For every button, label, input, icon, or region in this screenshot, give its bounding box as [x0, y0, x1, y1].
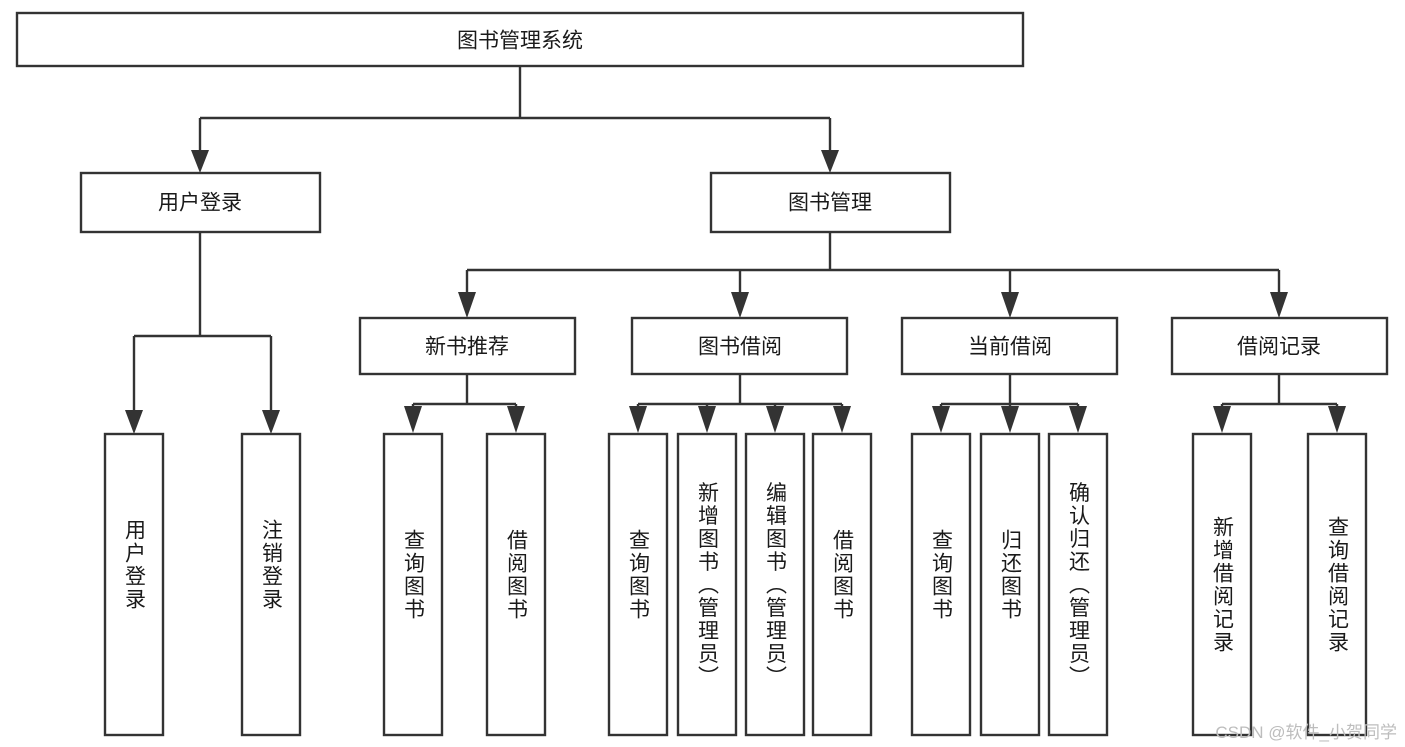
node-book-borrow[interactable]: 图书借阅 [630, 316, 849, 376]
node-leaf-borrow-book-a[interactable]: 借阅图书 [485, 432, 547, 737]
node-leaf-query-borrow-record-label: 查询借阅记录 [1326, 516, 1350, 654]
arrow-head-icon [932, 406, 950, 433]
node-user-login-label: 用户登录 [158, 192, 242, 215]
node-current-borrow-label: 当前借阅 [968, 336, 1052, 359]
arrow-head-icon [833, 406, 851, 433]
arrow-head-icon [507, 406, 525, 433]
arrow-head-icon [125, 410, 143, 434]
edge-group-book-manage [458, 232, 1288, 318]
arrow-head-icon [731, 292, 749, 318]
node-leaf-add-borrow-record[interactable]: 新增借阅记录 [1191, 432, 1253, 737]
node-leaf-add-book-admin[interactable]: 新增图书（管理员） [676, 432, 738, 737]
edge-group-new-book-rec [404, 374, 525, 433]
node-user-login[interactable]: 用户登录 [79, 171, 322, 234]
arrow-head-icon [1270, 292, 1288, 318]
node-leaf-edit-book-admin-label: 编辑图书（管理员） [764, 482, 788, 689]
node-leaf-query-borrow-record[interactable]: 查询借阅记录 [1306, 432, 1368, 737]
edge-group-user-login [125, 232, 280, 434]
node-book-manage-label: 图书管理 [788, 192, 872, 215]
arrow-head-icon [698, 406, 716, 433]
node-leaf-borrow-book-a-label: 借阅图书 [505, 529, 529, 621]
node-leaf-user-login[interactable]: 用户登录 [103, 432, 165, 737]
node-leaf-return-book[interactable]: 归还图书 [979, 432, 1041, 737]
node-book-borrow-label: 图书借阅 [698, 336, 782, 359]
arrow-head-icon [404, 406, 422, 433]
arrow-head-icon [191, 150, 209, 173]
arrow-head-icon [1069, 406, 1087, 433]
arrow-head-icon [262, 410, 280, 434]
node-leaf-query-book-b-label: 查询图书 [627, 529, 651, 621]
edge-group-book-borrow [629, 374, 851, 433]
node-leaf-logout-login[interactable]: 注销登录 [240, 432, 302, 737]
node-new-book-recommend-label: 新书推荐 [425, 336, 509, 359]
node-leaf-query-book-b[interactable]: 查询图书 [607, 432, 669, 737]
node-leaf-query-book-a[interactable]: 查询图书 [382, 432, 444, 737]
arrow-head-icon [458, 292, 476, 318]
arrow-head-icon [629, 406, 647, 433]
node-leaf-return-book-label: 归还图书 [999, 529, 1023, 621]
node-root[interactable]: 图书管理系统 [15, 11, 1025, 68]
node-new-book-recommend[interactable]: 新书推荐 [358, 316, 577, 376]
node-borrow-record-label: 借阅记录 [1237, 336, 1321, 359]
node-leaf-add-borrow-record-label: 新增借阅记录 [1211, 516, 1235, 654]
node-leaf-confirm-return-admin[interactable]: 确认归还（管理员） [1047, 432, 1109, 737]
node-leaf-user-login-label: 用户登录 [123, 519, 147, 611]
node-leaf-confirm-return-admin-label: 确认归还（管理员） [1067, 482, 1091, 689]
arrow-head-icon [766, 406, 784, 433]
edge-group-borrow-record [1213, 374, 1346, 433]
node-leaf-edit-book-admin[interactable]: 编辑图书（管理员） [744, 432, 806, 737]
node-leaf-query-book-a-label: 查询图书 [402, 529, 426, 621]
arrow-head-icon [1001, 292, 1019, 318]
arrow-head-icon [821, 150, 839, 173]
node-leaf-borrow-book-b[interactable]: 借阅图书 [811, 432, 873, 737]
node-leaf-query-book-c[interactable]: 查询图书 [910, 432, 972, 737]
arrow-head-icon [1001, 406, 1019, 433]
arrow-head-icon [1328, 406, 1346, 433]
edge-group-root [191, 66, 839, 173]
node-book-manage[interactable]: 图书管理 [709, 171, 952, 234]
node-current-borrow[interactable]: 当前借阅 [900, 316, 1119, 376]
edge-group-current-borrow [932, 374, 1087, 433]
node-leaf-logout-login-label: 注销登录 [260, 519, 284, 611]
node-leaf-add-book-admin-label: 新增图书（管理员） [696, 482, 720, 689]
node-leaf-borrow-book-b-label: 借阅图书 [831, 529, 855, 621]
node-root-label: 图书管理系统 [457, 30, 583, 53]
node-leaf-query-book-c-label: 查询图书 [930, 529, 954, 621]
node-borrow-record[interactable]: 借阅记录 [1170, 316, 1389, 376]
arrow-head-icon [1213, 406, 1231, 433]
